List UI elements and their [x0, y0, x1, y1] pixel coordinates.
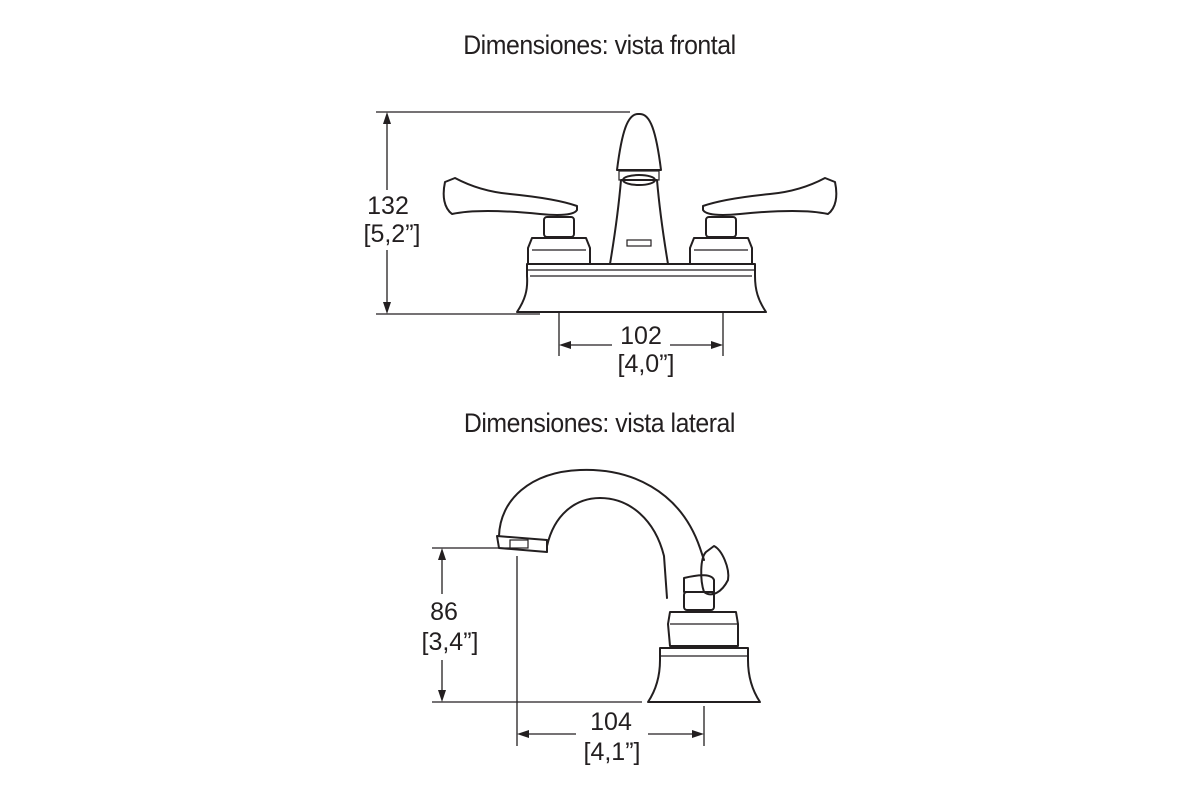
front-spread-mm: 102 [620, 322, 662, 350]
front-height-in: [5,2”] [364, 220, 421, 248]
side-reach-mm: 104 [590, 708, 632, 736]
front-spread-dimension: 102 [4,0”] [558, 312, 724, 378]
side-view-faucet [496, 468, 761, 703]
side-height-dimension: 86 [3,4”] [422, 547, 642, 703]
front-view-faucet [442, 113, 838, 313]
side-height-mm: 86 [430, 598, 458, 626]
front-height-dimension: 132 [5,2”] [364, 111, 630, 315]
front-height-mm: 132 [367, 192, 409, 220]
front-view-title: Dimensiones: vista frontal [463, 30, 736, 60]
side-view-title: Dimensiones: vista lateral [463, 408, 736, 438]
side-height-in: [3,4”] [422, 628, 479, 656]
front-spread-in: [4,0”] [618, 350, 675, 378]
side-reach-in: [4,1”] [584, 738, 641, 766]
side-reach-dimension: 104 [4,1”] [516, 556, 705, 766]
